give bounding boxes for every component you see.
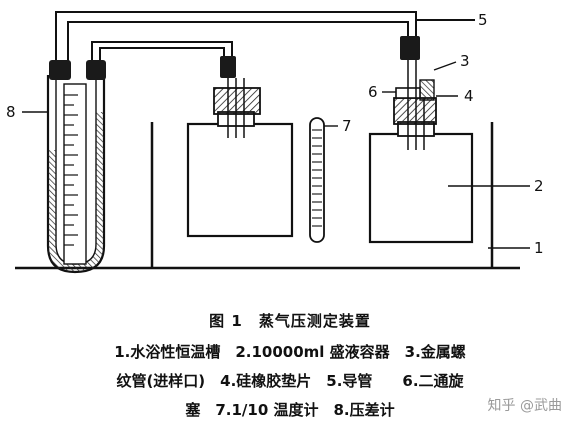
legend-line: 纹管(进样口) 4.硅橡胶垫片 5.导管 6.二通旋 bbox=[116, 372, 464, 390]
callout-6: 6 bbox=[368, 83, 378, 101]
legend-line: 1.水浴性恒温槽 2.10000ml 盛液容器 3.金属螺 bbox=[114, 343, 466, 361]
figure-title: 图 1 蒸气压测定装置 bbox=[209, 312, 371, 330]
callout-2: 2 bbox=[534, 177, 544, 195]
apparatus-diagram: 8 5 3 6 4 7 2 1 bbox=[6, 11, 544, 274]
callout-7: 7 bbox=[342, 117, 352, 135]
thermometer bbox=[309, 117, 338, 243]
callout-4: 4 bbox=[464, 87, 474, 105]
left-container bbox=[186, 56, 294, 238]
manometer bbox=[22, 60, 106, 274]
callout-5: 5 bbox=[478, 11, 488, 29]
watermark: 知乎 @武曲 bbox=[487, 398, 562, 414]
legend-line: 塞 7.1/10 温度计 8.压差计 bbox=[185, 401, 395, 419]
right-container bbox=[368, 36, 530, 249]
callout-1: 1 bbox=[534, 239, 544, 257]
water-bath bbox=[15, 122, 520, 270]
callout-3: 3 bbox=[460, 52, 470, 70]
callout-8: 8 bbox=[6, 103, 16, 121]
